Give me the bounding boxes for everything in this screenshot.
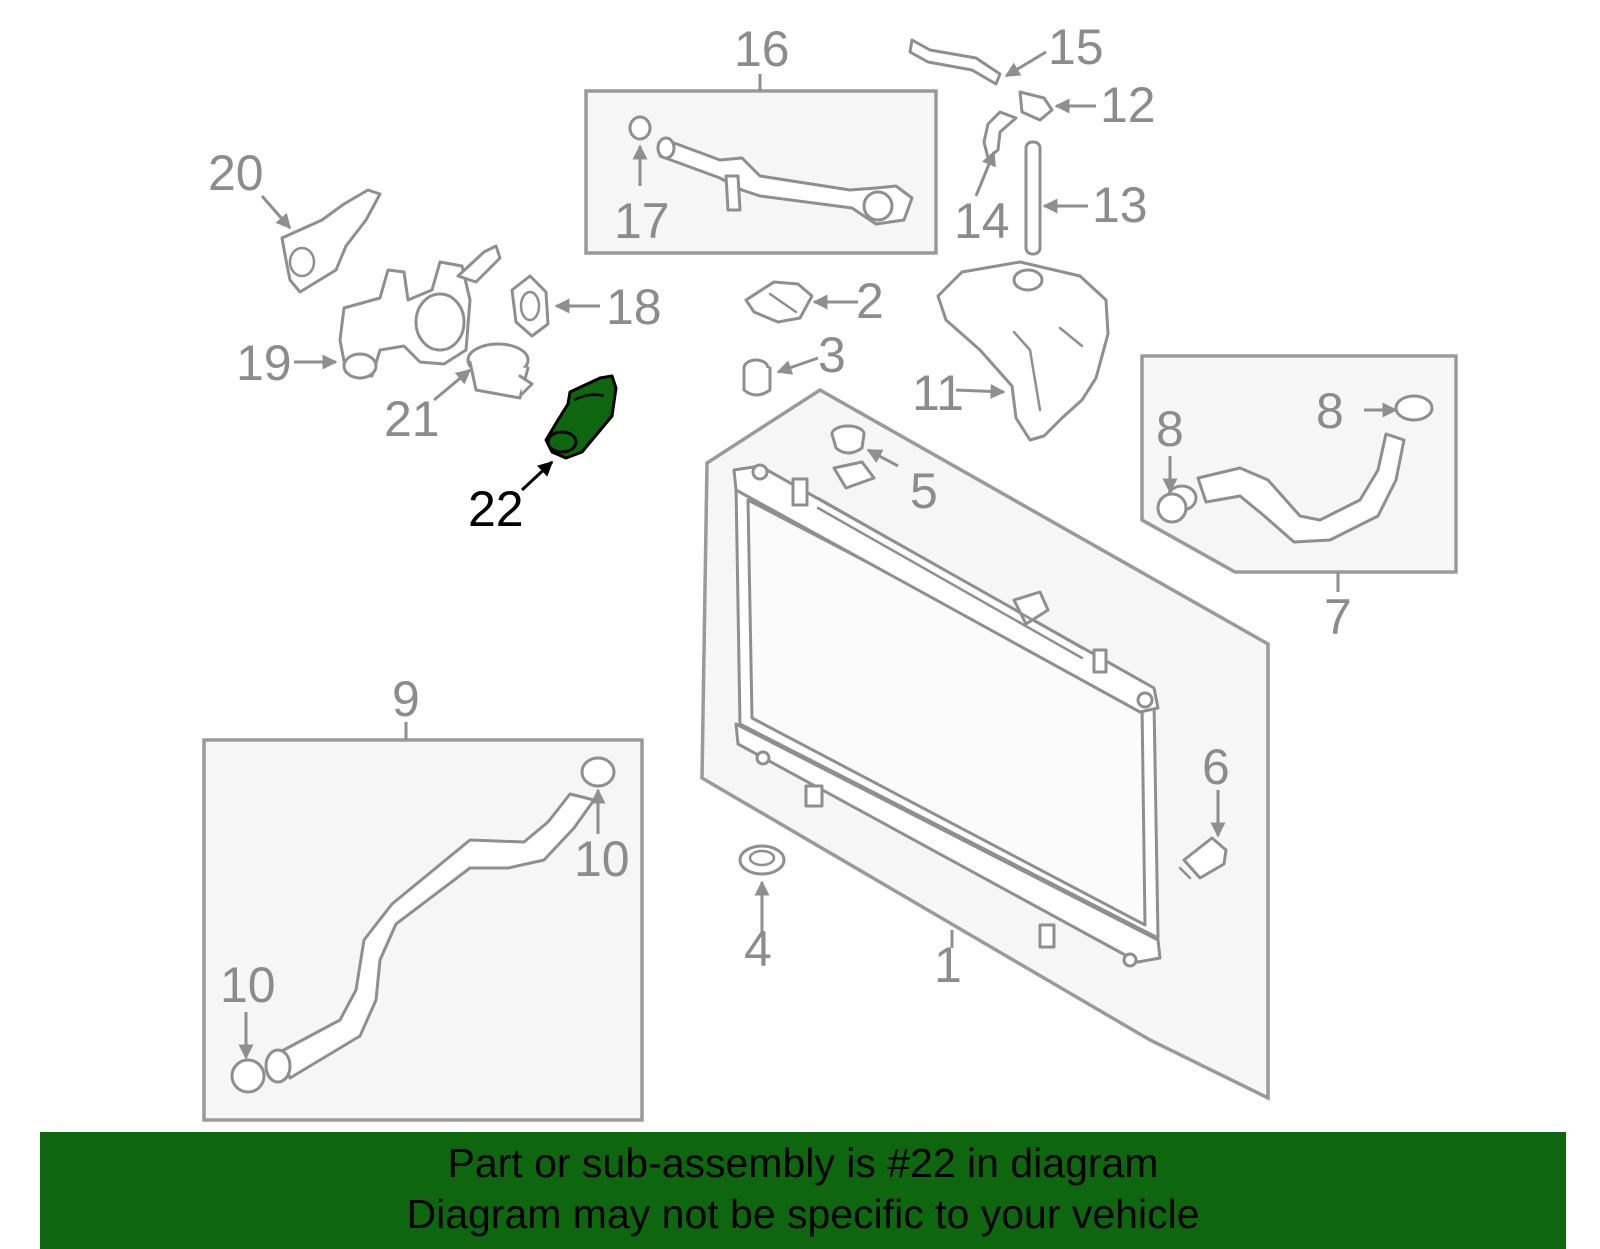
part-4-mount xyxy=(738,844,786,934)
part-16-pipe xyxy=(656,136,914,226)
callout-6: 6 xyxy=(1202,739,1230,795)
callout-8-left: 8 xyxy=(1156,401,1184,457)
callout-21: 21 xyxy=(384,391,440,447)
callout-3: 3 xyxy=(818,327,846,383)
callout-labels: 1 2 3 4 5 6 7 8 8 9 10 10 11 12 13 14 15… xyxy=(208,19,1352,1013)
callout-1: 1 xyxy=(934,937,962,993)
part-2-clip xyxy=(744,280,858,324)
callout-7: 7 xyxy=(1324,589,1352,645)
part-21-thermostat xyxy=(433,342,534,402)
callout-11: 11 xyxy=(912,365,964,421)
callout-9: 9 xyxy=(392,671,420,727)
part-11-reservoir xyxy=(936,260,1110,442)
callout-5: 5 xyxy=(910,463,938,519)
callout-10-lower: 10 xyxy=(220,957,276,1013)
callout-12: 12 xyxy=(1100,77,1156,133)
part-18-gasket xyxy=(510,274,600,338)
banner-line-2: Diagram may not be specific to your vehi… xyxy=(406,1191,1200,1237)
callout-20: 20 xyxy=(208,145,264,201)
callout-17: 17 xyxy=(614,193,670,249)
part-10-clamp-upper xyxy=(580,756,616,834)
callout-2: 2 xyxy=(856,273,884,329)
part-5-cap xyxy=(830,424,899,490)
callout-16: 16 xyxy=(734,21,790,77)
banner-line-1: Part or sub-assembly is #22 in diagram xyxy=(447,1140,1159,1186)
radiator xyxy=(732,463,1162,968)
callout-13: 13 xyxy=(1092,177,1148,233)
part-15-hose xyxy=(908,38,1047,86)
part-22-thermostat-housing xyxy=(520,374,618,492)
part-10-clamp-lower xyxy=(230,1012,266,1094)
group-box-7 xyxy=(1140,354,1458,592)
callout-8-right: 8 xyxy=(1316,383,1344,439)
part-14-hose xyxy=(974,110,1018,197)
part-19-water-outlet xyxy=(294,244,502,380)
callout-22: 22 xyxy=(468,481,524,537)
part-20-bracket xyxy=(260,188,382,294)
callout-10-upper: 10 xyxy=(574,831,630,887)
part-6-drain-plug xyxy=(1178,790,1228,880)
callout-4: 4 xyxy=(744,921,772,977)
part-3-bushing xyxy=(742,356,819,397)
part-8-clamp-lower xyxy=(1156,456,1188,524)
part-17-o-ring xyxy=(628,115,652,186)
part-8-clamp-upper xyxy=(1364,394,1434,422)
callout-15: 15 xyxy=(1048,19,1104,75)
part-9-hose xyxy=(264,792,596,1084)
callout-14: 14 xyxy=(954,193,1010,249)
callout-18: 18 xyxy=(606,279,662,335)
part-13-tube xyxy=(1024,140,1088,256)
part-12-valve xyxy=(1018,90,1096,122)
callout-19: 19 xyxy=(236,335,292,391)
info-banner: Part or sub-assembly is #22 in diagram D… xyxy=(40,1132,1566,1249)
